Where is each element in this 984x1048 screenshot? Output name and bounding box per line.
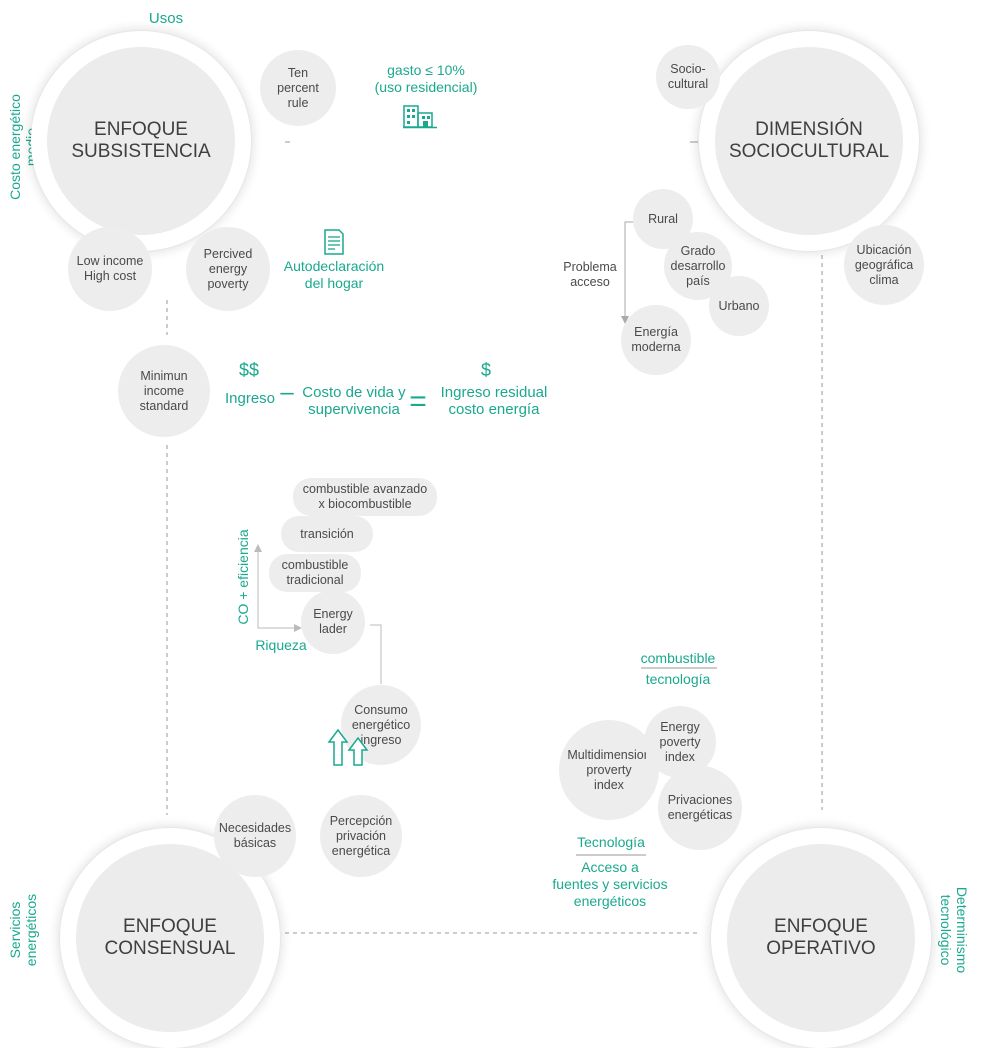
tecnologia-small-label: tecnología	[645, 671, 711, 687]
acceso-label: Acceso a fuentes y servicios energéticos	[552, 859, 668, 909]
subsistencia-title: ENFOQUE SUBSISTENCIA	[71, 119, 211, 162]
necesidades-bubble: Necesidades básicas	[214, 795, 296, 877]
autodeclaracion-label: Autodeclaración del hogar	[283, 258, 385, 291]
consensual-title: ENFOQUE CONSENSUAL	[104, 916, 236, 959]
multidimension-bubble: Multidimension proverty index	[559, 720, 659, 820]
combustible-label: combustible	[640, 650, 716, 666]
ubicacion-bubble: Ubicación geográfica clima	[844, 225, 924, 305]
subsistencia-core: ENFOQUE SUBSISTENCIA	[47, 47, 235, 235]
eq-dollar-single: $	[480, 360, 491, 380]
eq-dollars-double: $$	[238, 360, 260, 380]
tecnologia-label: Tecnología	[577, 834, 645, 850]
operativo-ring: ENFOQUE OPERATIVO	[711, 828, 931, 1048]
percepcion-bubble: Percepción privación energética	[320, 795, 402, 877]
privaciones-bubble: Privaciones energéticas	[658, 766, 742, 850]
ladder-transicion-pill: transición	[281, 516, 373, 552]
usos-label: Usos	[148, 10, 184, 27]
sociocultural-ring: DIMENSIÓN SOCIOCULTURAL	[699, 31, 919, 251]
minimun-bubble: Minimun income standard	[118, 345, 210, 437]
building-icon	[403, 105, 437, 129]
consensual-core: ENFOQUE CONSENSUAL	[76, 844, 264, 1032]
operativo-core: ENFOQUE OPERATIVO	[727, 844, 915, 1032]
problema-acceso-label: Problema acceso	[563, 260, 617, 289]
eq-equals: =	[409, 385, 427, 418]
eq-residual: Ingreso residual costo energía	[440, 384, 548, 418]
gasto-label: gasto ≤ 10% (uso residencial)	[374, 62, 478, 95]
document-icon	[324, 229, 344, 255]
energy-lader-bubble: Energy lader	[301, 590, 365, 654]
sociocultural-title: DIMENSIÓN SOCIOCULTURAL	[728, 119, 890, 162]
sociocultural-core: DIMENSIÓN SOCIOCULTURAL	[715, 47, 903, 235]
energia-moderna-bubble: Energía moderna	[621, 305, 691, 375]
determinismo-label: Determinismo tecnológico	[938, 886, 970, 974]
arrow-up-outline-icon	[327, 728, 369, 766]
socio-cultural-bubble: Socio- cultural	[656, 45, 720, 109]
eq-ingreso: Ingreso	[224, 390, 276, 407]
eq-costo-vida: Costo de vida y supervivencia	[302, 384, 406, 418]
ladder-tradicional-pill: combustible tradicional	[269, 554, 361, 592]
ladder-axis-y-label: CO + eficiencia	[235, 529, 251, 625]
urbano-bubble: Urbano	[709, 276, 769, 336]
operativo-title: ENFOQUE OPERATIVO	[766, 916, 876, 959]
percived-bubble: Percived energy poverty	[186, 227, 270, 311]
ladder-avanzado-pill: combustible avanzado x biocombustible	[293, 478, 437, 516]
eq-minus: –	[280, 379, 294, 406]
consensual-ring: ENFOQUE CONSENSUAL	[60, 828, 280, 1048]
servicios-energeticos-label: Servicios energéticos	[7, 893, 39, 967]
subsistencia-ring: ENFOQUE SUBSISTENCIA	[31, 31, 251, 251]
ten-percent-bubble: Ten percent rule	[260, 50, 336, 126]
low-income-bubble: Low income High cost	[68, 227, 152, 311]
ladder-axis-x-label: Riqueza	[255, 637, 307, 653]
